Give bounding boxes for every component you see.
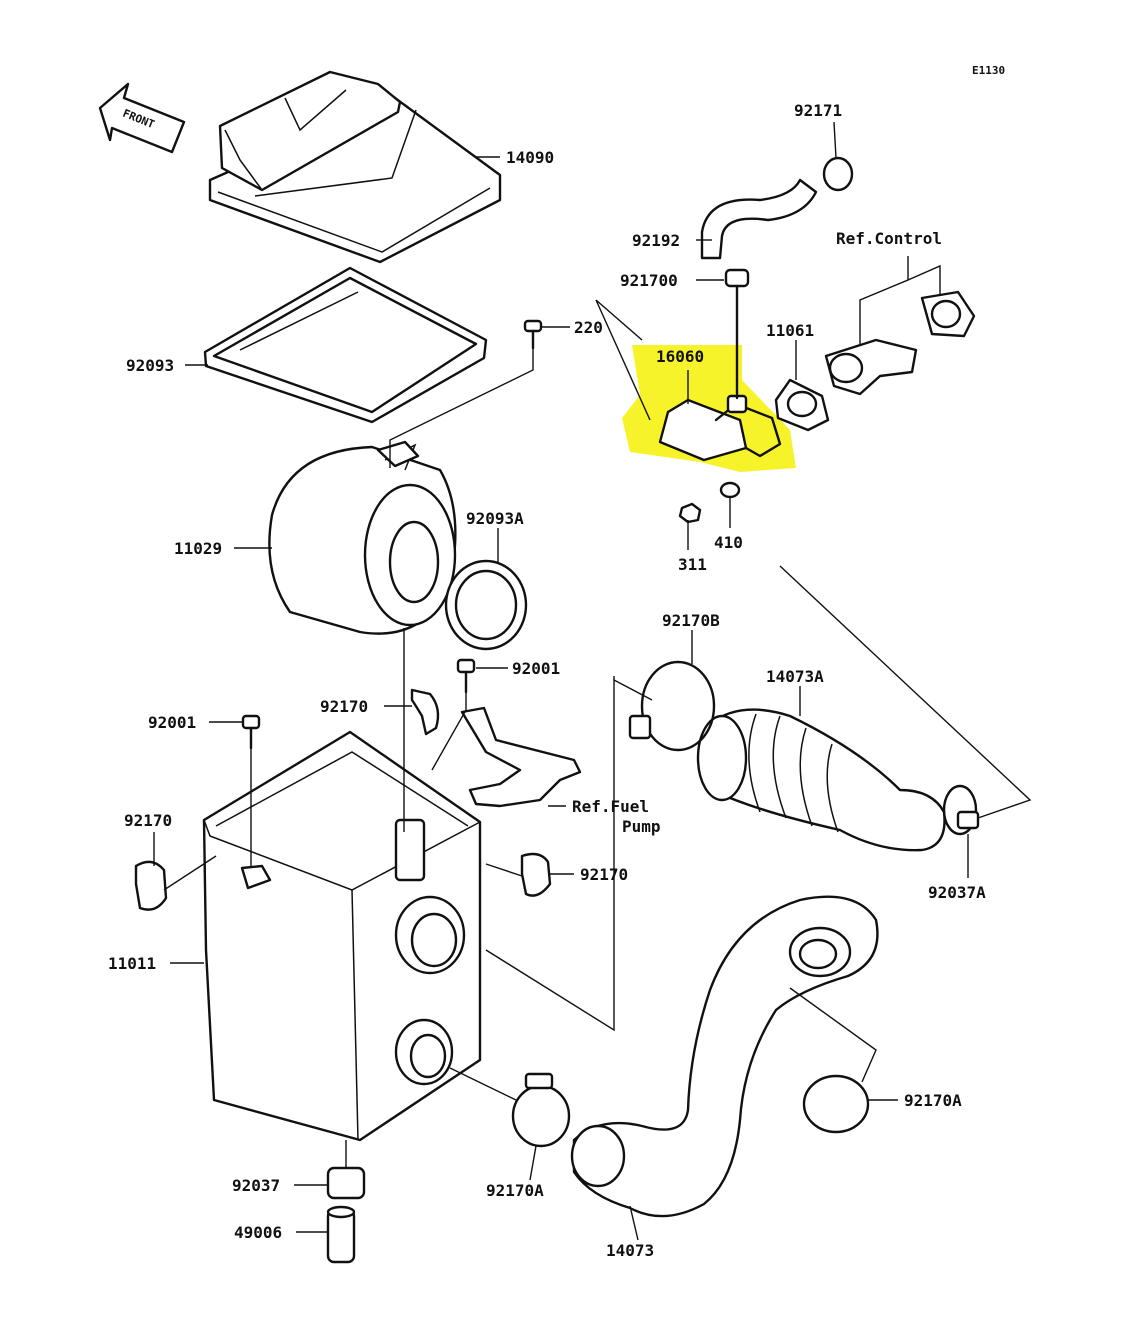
label-92001-left: 92001	[148, 713, 196, 732]
drain-plug-92037	[326, 1166, 366, 1200]
bolt-92001-left	[241, 714, 261, 750]
part-labels: 14090 92093 220 11029 92093A 92001 92170…	[108, 101, 986, 1260]
label-14073A: 14073A	[766, 667, 824, 686]
label-92037: 92037	[232, 1176, 280, 1195]
seal-frame	[203, 266, 488, 424]
label-92171: 92171	[794, 101, 842, 120]
hose-92192	[700, 178, 818, 260]
label-92037A: 92037A	[928, 883, 986, 902]
clamp-92037A	[942, 784, 980, 836]
boot-14073A	[696, 708, 946, 852]
label-11029: 11029	[174, 539, 222, 558]
label-410: 410	[714, 533, 743, 552]
label-92170A-right: 92170A	[904, 1091, 962, 1110]
clip-92170-right	[520, 852, 552, 897]
bolt-92001-center	[456, 658, 476, 694]
label-16060: 16060	[656, 347, 704, 366]
label-ref-control: Ref.Control	[836, 229, 942, 248]
washer-410	[719, 481, 741, 499]
diagram-code: E1130	[972, 64, 1005, 77]
air-box-case	[202, 730, 482, 1142]
nut-311	[678, 502, 702, 524]
clamp-92170A-right	[802, 1074, 870, 1134]
drain-tube-49006	[326, 1205, 356, 1264]
label-92192: 92192	[632, 231, 680, 250]
gasket-11061	[774, 378, 830, 432]
label-11061: 11061	[766, 321, 814, 340]
label-92093A: 92093A	[466, 509, 524, 528]
ring-92093A	[444, 559, 528, 651]
label-92170A-bottom: 92170A	[486, 1181, 544, 1200]
label-921700: 921700	[620, 271, 678, 290]
control-reference-parts	[824, 290, 976, 396]
clip-92170-left	[134, 860, 168, 911]
label-92170-center: 92170	[320, 697, 368, 716]
label-14090: 14090	[506, 148, 554, 167]
cap-921700	[724, 268, 750, 400]
air-filter-element	[268, 440, 457, 635]
clamp-92170A-bottom	[511, 1072, 571, 1148]
label-14073: 14073	[606, 1241, 654, 1260]
clamp-92171	[822, 156, 854, 192]
label-92093: 92093	[126, 356, 174, 375]
clip-92170-center	[410, 688, 440, 736]
front-arrow-icon: FRONT	[98, 82, 186, 154]
air-box-lid	[208, 70, 502, 264]
hose-14073	[570, 895, 879, 1218]
label-311: 311	[678, 555, 707, 574]
label-92170B: 92170B	[662, 611, 720, 630]
label-ref-fuel: Ref.Fuel	[572, 797, 649, 816]
label-92170-left: 92170	[124, 811, 172, 830]
label-220: 220	[574, 318, 603, 337]
label-92001-center: 92001	[512, 659, 560, 678]
label-11011: 11011	[108, 954, 156, 973]
label-ref-pump: Pump	[622, 817, 661, 836]
fuel-pump-bracket	[460, 706, 582, 808]
leader-lines	[153, 121, 1032, 1241]
clamp-92170B	[628, 660, 716, 752]
label-92170-right: 92170	[580, 865, 628, 884]
bolt-220	[523, 319, 543, 350]
label-49006: 49006	[234, 1223, 282, 1242]
